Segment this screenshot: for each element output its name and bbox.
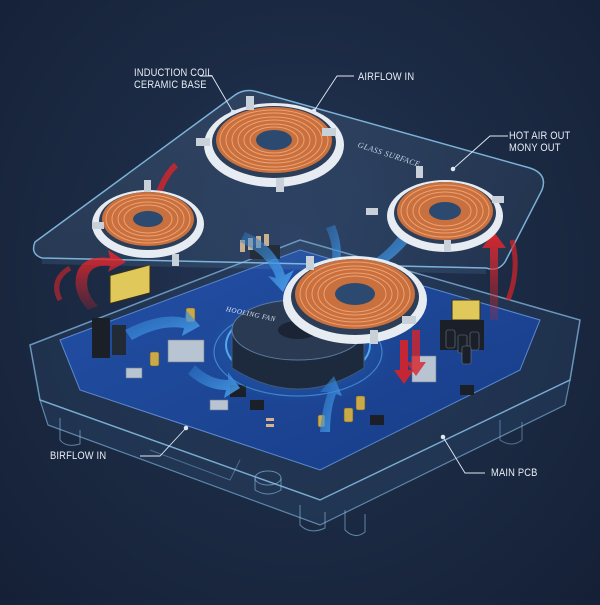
induction-coil-top xyxy=(196,96,344,192)
callout-main-pcb-line1: MAIN PCB xyxy=(491,467,538,479)
callout-airflow-in-bottom-line1: BIRFLOW IN xyxy=(50,450,107,462)
induction-coil-left xyxy=(92,180,204,266)
induction-coil-center xyxy=(283,256,427,344)
callout-airflow-in-top: AIRFLOW IN xyxy=(358,71,414,83)
induction-coil-right xyxy=(366,166,504,252)
callout-hot-air-out-line1: HOT AIR OUT xyxy=(509,130,571,142)
callout-hot-air-out-line2: MONY OUT xyxy=(509,142,561,154)
callout-leaders xyxy=(140,75,508,474)
callout-induction-coil: INDUCTION COIL CERAMIC BASE xyxy=(134,67,213,91)
callout-airflow-in-bottom: BIRFLOW IN xyxy=(50,450,106,462)
callout-induction-coil-line2: CERAMIC BASE xyxy=(134,79,207,91)
callout-airflow-in-top-line1: AIRFLOW IN xyxy=(358,71,415,83)
callout-main-pcb: MAIN PCB xyxy=(491,467,538,479)
callout-induction-coil-line1: INDUCTION COIL xyxy=(134,67,213,79)
callout-hot-air-out: HOT AIR OUT MONY OUT xyxy=(509,130,570,154)
